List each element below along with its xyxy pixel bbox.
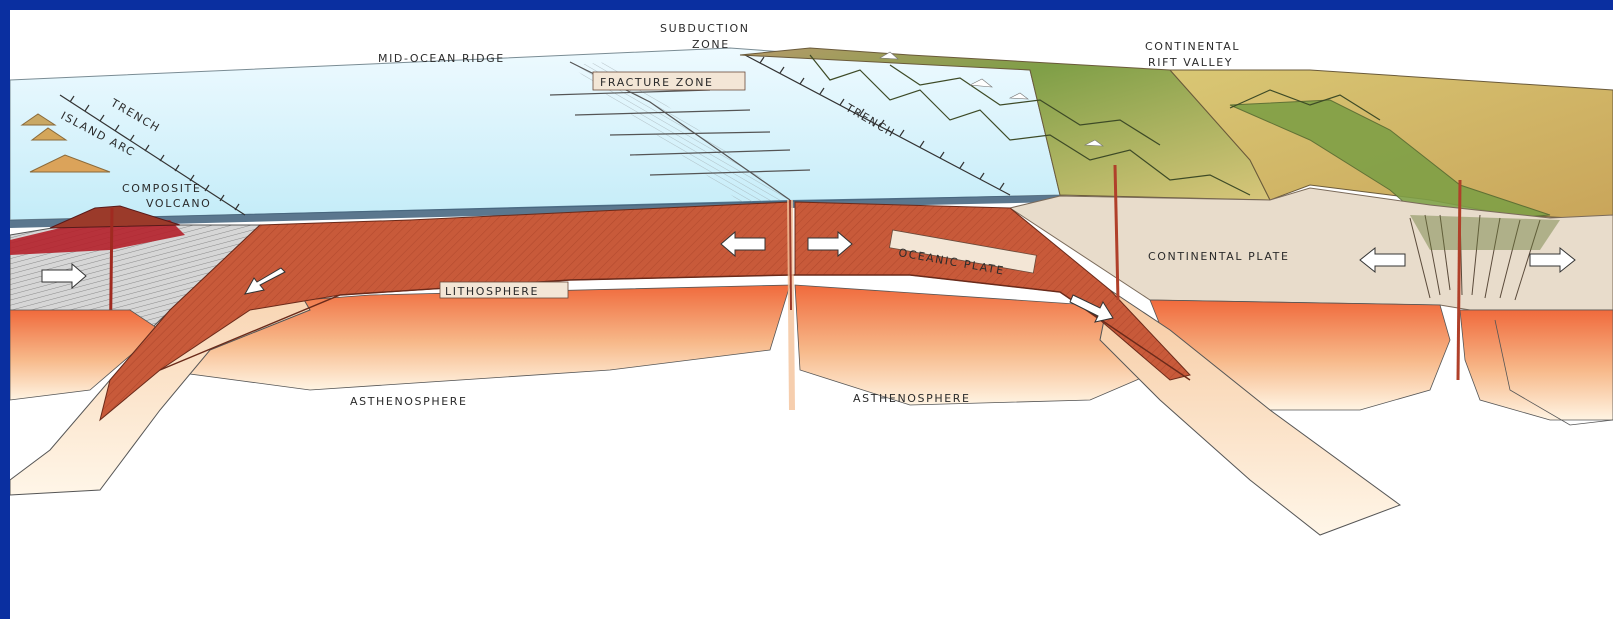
label-asthenosphere-right: ASTHENOSPHERE (853, 392, 971, 405)
label-subduction-zone-line1: SUBDUCTION (660, 22, 750, 35)
rift-conduit-2 (1458, 180, 1460, 380)
label-composite-line1: COMPOSITE (122, 182, 201, 195)
rift-graben-fill (1410, 215, 1560, 250)
label-continental-rift-line1: CONTINENTAL (1145, 40, 1240, 53)
label-continental-rift-line2: RIFT VALLEY (1148, 56, 1233, 69)
plate-tectonics-diagram: MID-OCEAN RIDGE SUBDUCTION ZONE CONTINEN… (10, 10, 1613, 619)
label-asthenosphere-left: ASTHENOSPHERE (350, 395, 468, 408)
label-continental-plate: CONTINENTAL PLATE (1148, 250, 1290, 263)
label-composite-line2: VOLCANO (146, 197, 211, 210)
diagram-svg: MID-OCEAN RIDGE SUBDUCTION ZONE CONTINEN… (10, 10, 1613, 619)
ridge-axis-core (790, 200, 791, 310)
label-subduction-zone-line2: ZONE (692, 38, 730, 51)
label-mid-ocean-ridge: MID-OCEAN RIDGE (378, 52, 505, 65)
label-fracture-zone: FRACTURE ZONE (600, 76, 714, 89)
label-lithosphere: LITHOSPHERE (445, 285, 539, 298)
asthenosphere-far-right (1460, 310, 1613, 420)
